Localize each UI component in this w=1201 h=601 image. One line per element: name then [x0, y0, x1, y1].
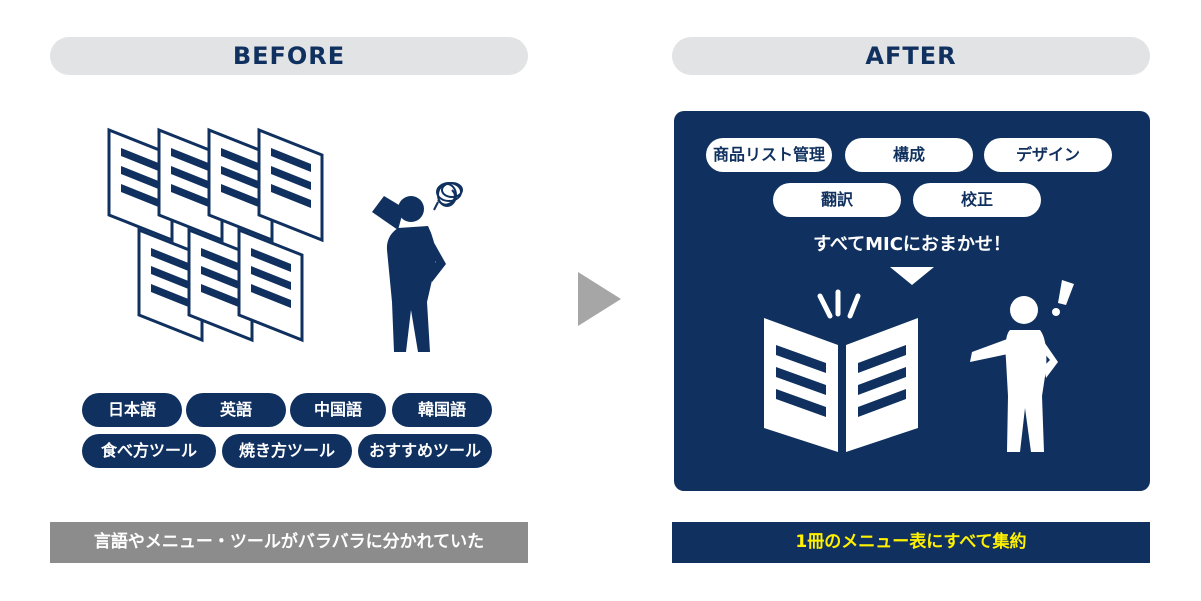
before-heading: BEFORE	[50, 37, 528, 75]
task-structure: 構成	[845, 138, 973, 172]
after-caption: 1冊のメニュー表にすべて集約	[672, 522, 1150, 563]
tag-recommend-tool: おすすめツール	[358, 434, 492, 468]
task-translation: 翻訳	[773, 183, 901, 217]
tag-english: 英語	[186, 393, 286, 427]
scribble-icon	[433, 182, 463, 211]
callout-text: すべてMICにおまかせ！	[813, 234, 1011, 255]
after-heading: AFTER	[672, 37, 1150, 75]
tag-eating-tool: 食べ方ツール	[82, 434, 216, 468]
task-product-list: 商品リスト管理	[706, 138, 832, 172]
tag-grilling-tool: 焼き方ツール	[222, 434, 352, 468]
tag-chinese: 中国語	[290, 393, 386, 427]
tag-japanese: 日本語	[82, 393, 182, 427]
task-design: デザイン	[984, 138, 1112, 172]
before-caption: 言語やメニュー・ツールがバラバラに分かれていた	[50, 522, 528, 563]
task-proofreading: 校正	[913, 183, 1041, 217]
tag-korean: 韓国語	[392, 393, 492, 427]
